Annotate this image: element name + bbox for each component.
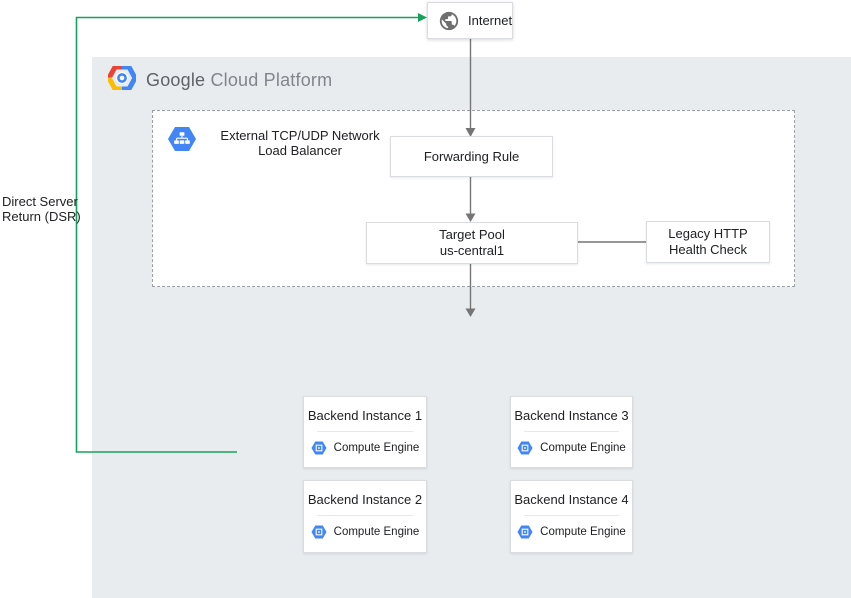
- compute-engine-label: Compute Engine: [540, 442, 626, 454]
- internet-node: Internet: [427, 2, 513, 39]
- divider: [524, 431, 619, 432]
- gcp-hexagon-logo-icon: [106, 64, 138, 95]
- compute-engine-label: Compute Engine: [540, 526, 626, 538]
- gcp-brand-primary: Google: [146, 70, 206, 90]
- target-pool-node: Target Pool us-central1: [366, 222, 578, 264]
- backend-instance-2-product: Compute Engine: [311, 525, 420, 539]
- dsr-label-line1: Direct Server: [2, 194, 78, 209]
- backend-instance-3-node: Backend Instance 3 Compute Engine: [510, 396, 633, 468]
- forwarding-rule-node: Forwarding Rule: [390, 136, 553, 177]
- compute-engine-hexagon-icon: [517, 525, 533, 539]
- gcp-logo: Google Cloud Platform: [106, 64, 332, 95]
- load-balancer-header: External TCP/UDP Network Load Balancer: [167, 126, 393, 158]
- compute-engine-hexagon-icon: [311, 441, 327, 455]
- health-check-label-line2: Health Check: [668, 242, 748, 257]
- internet-label: Internet: [468, 12, 513, 28]
- target-pool-label-line2: us-central1: [439, 243, 505, 258]
- backend-instance-1-node: Backend Instance 1 Compute Engine: [303, 396, 427, 468]
- load-balancer-title-line1: External TCP/UDP Network: [220, 128, 380, 143]
- divider: [317, 515, 413, 516]
- backend-instance-3-product: Compute Engine: [517, 441, 626, 455]
- backend-instance-4-product: Compute Engine: [517, 525, 626, 539]
- load-balancer-title: External TCP/UDP Network Load Balancer: [207, 128, 393, 158]
- load-balancer-hexagon-icon: [167, 126, 197, 152]
- globe-icon: [438, 10, 460, 32]
- health-check-label-line1: Legacy HTTP: [668, 226, 748, 241]
- forwarding-rule-label: Forwarding Rule: [423, 148, 520, 164]
- target-pool-label-line1: Target Pool: [439, 227, 505, 242]
- backend-instance-2-title: Backend Instance 2: [307, 492, 423, 507]
- compute-engine-hexagon-icon: [311, 525, 327, 539]
- backend-instance-4-node: Backend Instance 4 Compute Engine: [510, 480, 633, 553]
- load-balancer-title-line2: Load Balancer: [258, 143, 342, 158]
- compute-engine-label: Compute Engine: [333, 526, 420, 538]
- divider: [317, 431, 413, 432]
- dsr-label-line2: Return (DSR): [2, 209, 81, 224]
- divider: [524, 515, 619, 516]
- health-check-node: Legacy HTTP Health Check: [646, 221, 770, 263]
- backend-instance-2-node: Backend Instance 2 Compute Engine: [303, 480, 427, 553]
- backend-instance-3-title: Backend Instance 3: [514, 408, 629, 423]
- gcp-brand-text: Google Cloud Platform: [146, 70, 332, 91]
- backend-instance-1-product: Compute Engine: [311, 441, 420, 455]
- dsr-label: Direct Server Return (DSR): [2, 194, 97, 224]
- gcp-brand-secondary: Cloud Platform: [210, 70, 333, 90]
- compute-engine-hexagon-icon: [517, 441, 533, 455]
- dsr-return-flow-arrowhead: [418, 13, 427, 22]
- backend-instance-1-title: Backend Instance 1: [307, 408, 423, 423]
- backend-instance-4-title: Backend Instance 4: [514, 492, 629, 507]
- compute-engine-label: Compute Engine: [333, 442, 420, 454]
